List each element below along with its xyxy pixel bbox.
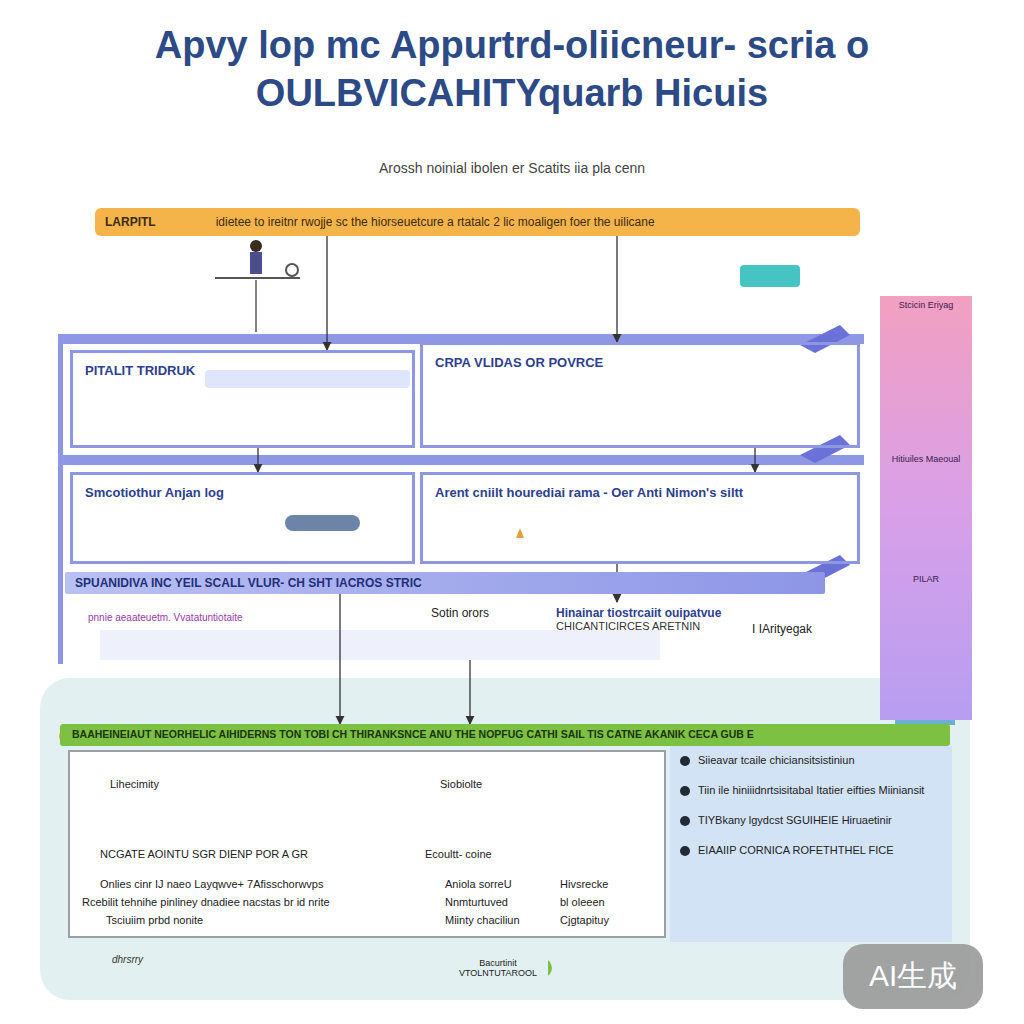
panel-band — [58, 455, 864, 465]
node-text: PILAR — [884, 574, 968, 584]
pill-shape — [285, 515, 360, 531]
subtitle: Arossh noinial ibolen er Scatits iia pla… — [0, 160, 1024, 176]
node-text: SPUANIDIVA INC YEIL SCALL VLUR- CH SHT I… — [75, 576, 815, 590]
content-box: Lihecimity SiobiolteNCGATE AOINTU SGR DIE… — [68, 750, 666, 938]
node-text: Cjgtapituy — [560, 914, 660, 926]
node-text: Onlies cinr IJ naeo Layqwve+ 7Afisschorw… — [100, 878, 420, 890]
text-box: Sotin orors — [425, 602, 535, 660]
side-strip: Stcicin EriyagHitiuiles MaeoualPILAR — [880, 296, 972, 720]
diagram-title: Apvy lop mc Appurtrd-oliicneur- scria o … — [20, 22, 1004, 117]
node-text: Siieavar tcaile chiciansitsistiniun — [698, 754, 942, 766]
section-band: BAAHEINEIAUT NEORHELIC AIHIDERNS TON TOB… — [60, 724, 950, 746]
caption-note: Bacurtinit VTOLNTUTAROOL — [448, 958, 548, 978]
connector-arrow — [257, 448, 258, 472]
node-text: NCGATE AOINTU SGR DIENP POR A GR — [100, 848, 400, 860]
list-panel: Siieavar tcaile chiciansitsistiniunTiin … — [670, 746, 952, 942]
connector-arrow — [616, 236, 617, 342]
node-text: Sotin orors — [431, 606, 529, 620]
node-text: idietee to ireitnr rwojje sc the hiorseu… — [216, 215, 655, 229]
node-text: CHICANTICIRCES ARETNIN — [556, 620, 739, 632]
node-text: Hinainar tiostrcaiit ouipatvue — [556, 606, 739, 620]
node-text: Smcotiothur Anjan log — [85, 485, 400, 500]
node-text: CRPA VLIDAS OR POVRCE — [435, 355, 845, 370]
chevrons — [800, 325, 850, 583]
node-text: Siobiolte — [440, 778, 560, 790]
node-text: Tsciuiim prbd nonite — [106, 914, 366, 926]
person-icon — [215, 240, 300, 332]
node-text: BAAHEINEIAUT NEORHELIC AIHIDERNS TON TOB… — [72, 728, 938, 740]
node-text: Miinty chaciliun — [445, 914, 565, 926]
teal-card — [740, 265, 800, 287]
signature-note: dhrsrry — [112, 954, 192, 965]
connector-arrow — [469, 660, 470, 724]
input-bar — [205, 370, 410, 388]
node-text: bl oleeen — [560, 896, 660, 908]
connector-arrow — [339, 594, 340, 724]
note-text: I IArityegak — [752, 622, 862, 636]
node-text: EIAAIIP CORNICA ROFETHTHEL FICE — [698, 844, 942, 856]
header-bar: LARPITL idietee to ireitnr rwojje sc the … — [95, 208, 860, 236]
node-text: Rcebilit tehnihe pinliney dnadiee nacsta… — [82, 896, 412, 908]
process-box: PITALIT TRIDRUK — [70, 350, 415, 448]
text-box: Hinainar tiostrcaiit ouipatvueCHICANTICI… — [550, 602, 745, 660]
node-text: Tiin ile hiniiidnrtsisitabal Itatier eif… — [698, 784, 942, 796]
process-box: Arent cniilt hourediai rama - Oer Anti N… — [420, 472, 860, 564]
panel-edge — [58, 334, 63, 664]
node-text: Nnmturtuved — [445, 896, 555, 908]
node-text: PITALIT TRIDRUK — [85, 363, 400, 378]
pale-band — [100, 630, 660, 660]
ground-panel — [40, 678, 970, 1000]
section-band: SPUANIDIVA INC YEIL SCALL VLUR- CH SHT I… — [65, 572, 825, 594]
node-text: Lihecimity — [110, 778, 230, 790]
watermark: AI生成 — [843, 944, 983, 1009]
node-text: Aniola sorreU — [445, 878, 555, 890]
node-text: Ecoultt- coine — [425, 848, 625, 860]
marker — [516, 528, 524, 538]
node-text: TIYBkany lgydcst SGUIHEIE Hiruaetinir — [698, 814, 942, 826]
note-text: pnnie aeaateuetm. Vvatatuntiotaite — [88, 612, 320, 623]
process-box: Smcotiothur Anjan log — [70, 472, 415, 564]
connector-arrow — [326, 236, 327, 350]
node-text: Hitiuiles Maeoual — [884, 454, 968, 464]
node-text: Hivsrecke — [560, 878, 660, 890]
node-text: Stcicin Eriyag — [884, 300, 968, 310]
node-text: Arent cniilt hourediai rama - Oer Anti N… — [435, 485, 845, 500]
node-text: LARPITL — [105, 215, 156, 229]
connector-arrow — [754, 448, 755, 472]
process-box: CRPA VLIDAS OR POVRCE — [420, 342, 860, 448]
